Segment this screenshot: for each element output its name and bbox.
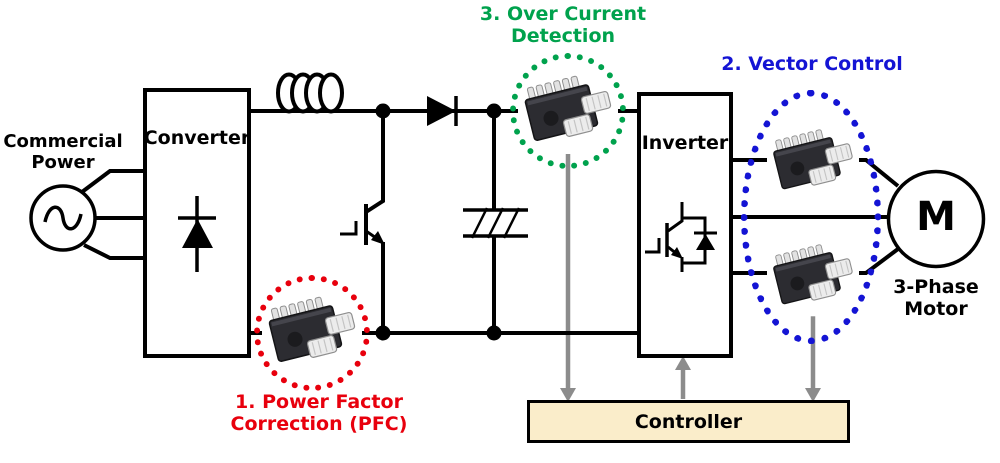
igbt-icon (340, 204, 385, 245)
motor-symbol: M (916, 194, 956, 240)
pfc-ring (254, 275, 370, 391)
junction-dots (375, 103, 502, 341)
motor-label: 3-Phase Motor (893, 276, 979, 320)
inverter-label: Inverter (641, 132, 729, 154)
over-current-ring (510, 53, 626, 169)
igbt-freewheel-diode-icon (645, 202, 717, 272)
commercial-power-label: Commercial Power (3, 131, 123, 173)
annotation-pfc: 1. Power Factor Correction (PFC) (230, 391, 408, 435)
rectifier-diode-icon (178, 196, 216, 272)
vector-control-ring (741, 90, 881, 344)
annotation-vector-control: 2. Vector Control (721, 53, 903, 75)
converter-box (143, 88, 251, 358)
converter-label: Converter (143, 127, 251, 149)
motor-circle (886, 169, 986, 269)
annotation-over-current: 3. Over Current Detection (479, 3, 647, 47)
ac-source-icon (29, 184, 97, 252)
inverter-box (637, 92, 733, 358)
boost-diode-icon (427, 96, 458, 126)
controller-box: Controller (527, 400, 850, 443)
inductor-icon (276, 72, 344, 114)
controller-label: Controller (634, 410, 743, 433)
hatched-capacitor-icon (463, 207, 528, 239)
